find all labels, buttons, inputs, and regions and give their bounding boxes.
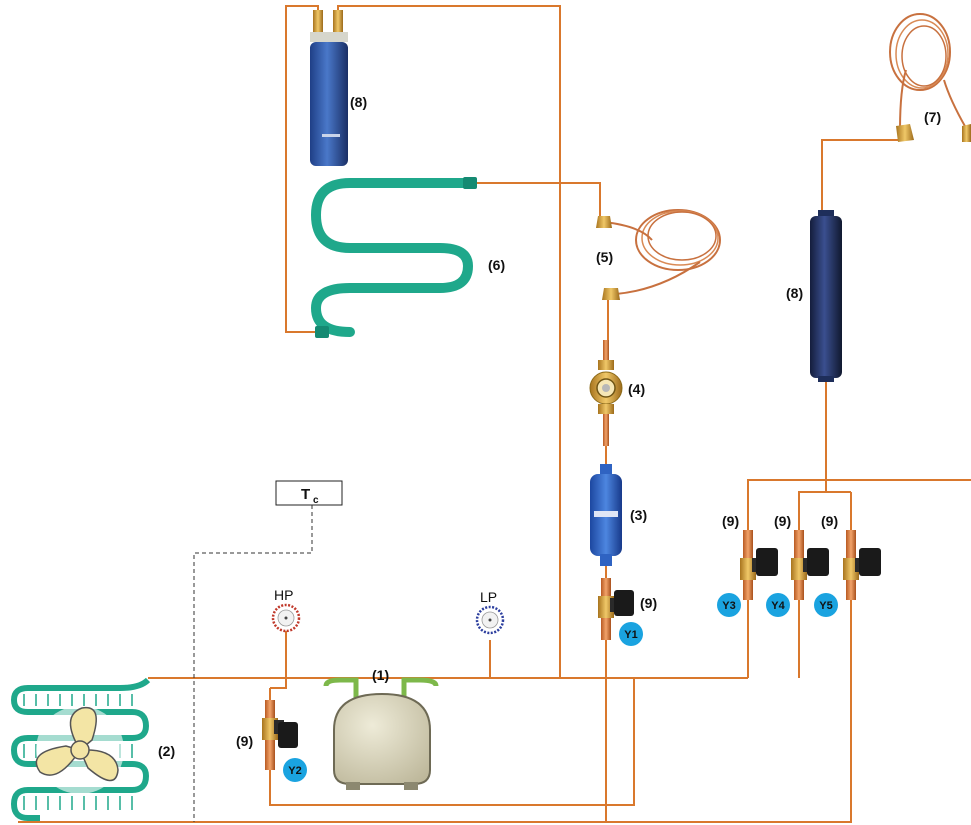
label-sight-glass: (4) <box>628 381 645 397</box>
lp-gauge-label: LP <box>480 589 497 605</box>
solenoid-valve-y4 <box>791 530 829 600</box>
accumulator-top <box>310 10 348 166</box>
sensor-subscript: c <box>313 495 319 506</box>
label-evaporator: (6) <box>488 257 505 273</box>
svg-text:Y5: Y5 <box>819 600 832 612</box>
label-capillary-right: (7) <box>924 109 941 125</box>
filter-drier <box>590 464 622 566</box>
evaporator-coil <box>310 177 477 338</box>
sight-glass <box>589 340 623 446</box>
label-valve-y4: (9) <box>774 513 791 529</box>
solenoid-valve-y3 <box>740 530 778 600</box>
valve-badge-y1: Y1 <box>619 622 643 646</box>
label-valve-y3: (9) <box>722 513 739 529</box>
svg-text:Y4: Y4 <box>771 600 785 612</box>
solenoid-valve-y1 <box>598 578 634 640</box>
valve-badge-y4: Y4 <box>766 593 790 617</box>
label-filter-drier: (3) <box>630 507 647 523</box>
label-condenser: (2) <box>158 743 175 759</box>
sensor-label: T <box>301 486 310 503</box>
fan-icon <box>35 706 124 794</box>
capillary-tube-right <box>889 13 971 142</box>
temperature-sensor-box: T c <box>275 480 343 506</box>
valve-badge-y2: Y2 <box>283 758 307 782</box>
sensor-wire <box>193 505 313 822</box>
label-valve-y1: (9) <box>640 595 657 611</box>
high-pressure-gauge <box>271 603 301 633</box>
solenoid-valve-y2 <box>262 700 298 770</box>
accumulator-right <box>810 210 842 382</box>
compressor <box>323 677 439 790</box>
label-valve-y5: (9) <box>821 513 838 529</box>
low-pressure-gauge <box>475 605 505 635</box>
hp-gauge-label: HP <box>274 587 293 603</box>
valve-badge-y3: Y3 <box>717 593 741 617</box>
label-accumulator-right: (8) <box>786 285 803 301</box>
svg-text:Y2: Y2 <box>288 765 301 777</box>
capillary-tube-left <box>596 209 721 300</box>
svg-text:Y3: Y3 <box>722 600 735 612</box>
label-valve-y2: (9) <box>236 733 253 749</box>
piping <box>18 5 971 823</box>
solenoid-valve-y5 <box>843 530 881 600</box>
label-compressor: (1) <box>372 667 389 683</box>
label-capillary-left: (5) <box>596 249 613 265</box>
svg-text:Y1: Y1 <box>624 629 637 641</box>
valve-badge-y5: Y5 <box>814 593 838 617</box>
label-accumulator-top: (8) <box>350 94 367 110</box>
